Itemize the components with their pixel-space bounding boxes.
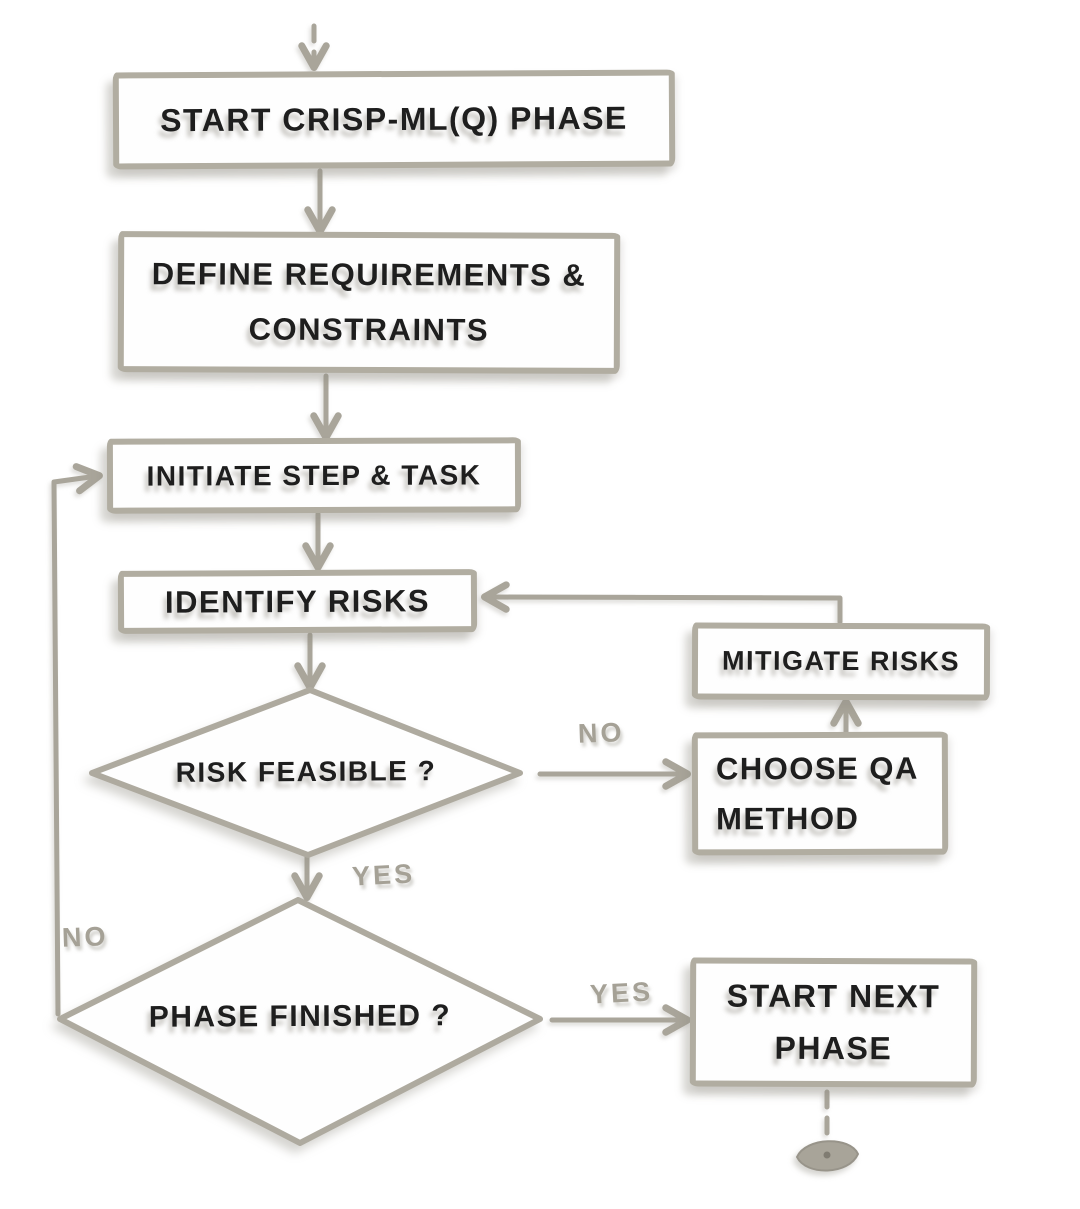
- edge-label-risk-feasible-yes: YES: [351, 858, 416, 892]
- node-define-requirements-label: DEFINE REQUIREMENTS & CONSTRAINTS: [151, 256, 587, 347]
- node-identify-risks-label: IDENTIFY RISKS: [164, 582, 431, 620]
- edge-label-phase-finished-yes: YES: [589, 976, 654, 1010]
- node-phase-finished-diamond: [57, 897, 543, 1146]
- node-risk-feasible-diamond: [89, 687, 523, 858]
- node-risk-feasible-label: RISK FEASIBLE ?: [175, 755, 437, 788]
- node-initiate-step-task: INITIATE STEP & TASK: [106, 437, 522, 514]
- node-start-phase: START CRISP-ML(Q) PHASE: [112, 69, 676, 170]
- edge-mitigate-to-identify: [481, 581, 843, 625]
- node-define-requirements: DEFINE REQUIREMENTS & CONSTRAINTS: [117, 231, 621, 374]
- node-phase-finished-label: PHASE FINISHED ?: [148, 999, 452, 1034]
- edge-label-risk-feasible-no: NO: [577, 717, 625, 749]
- node-choose-qa-method: CHOOSE QA METHOD: [691, 731, 949, 856]
- node-start-next-phase-label: START NEXT PHASE: [726, 977, 941, 1066]
- node-initiate-step-task-label: INITIATE STEP & TASK: [146, 458, 482, 492]
- node-choose-qa-method-label: CHOOSE QA METHOD: [715, 750, 919, 836]
- node-start-next-phase: START NEXT PHASE: [689, 957, 978, 1088]
- node-phase-finished: PHASE FINISHED ?: [100, 999, 500, 1035]
- node-identify-risks: IDENTIFY RISKS: [117, 569, 478, 634]
- terminal-end-icon: [795, 1140, 860, 1172]
- node-risk-feasible: RISK FEASIBLE ?: [106, 755, 506, 790]
- node-mitigate-risks-label: MITIGATE RISKS: [721, 645, 961, 677]
- edge-label-phase-finished-no: NO: [61, 921, 109, 953]
- edge-phasefinished-no-loop-to-initiate: [51, 463, 103, 1017]
- node-start-phase-label: START CRISP-ML(Q) PHASE: [160, 99, 628, 139]
- node-mitigate-risks: MITIGATE RISKS: [691, 622, 991, 701]
